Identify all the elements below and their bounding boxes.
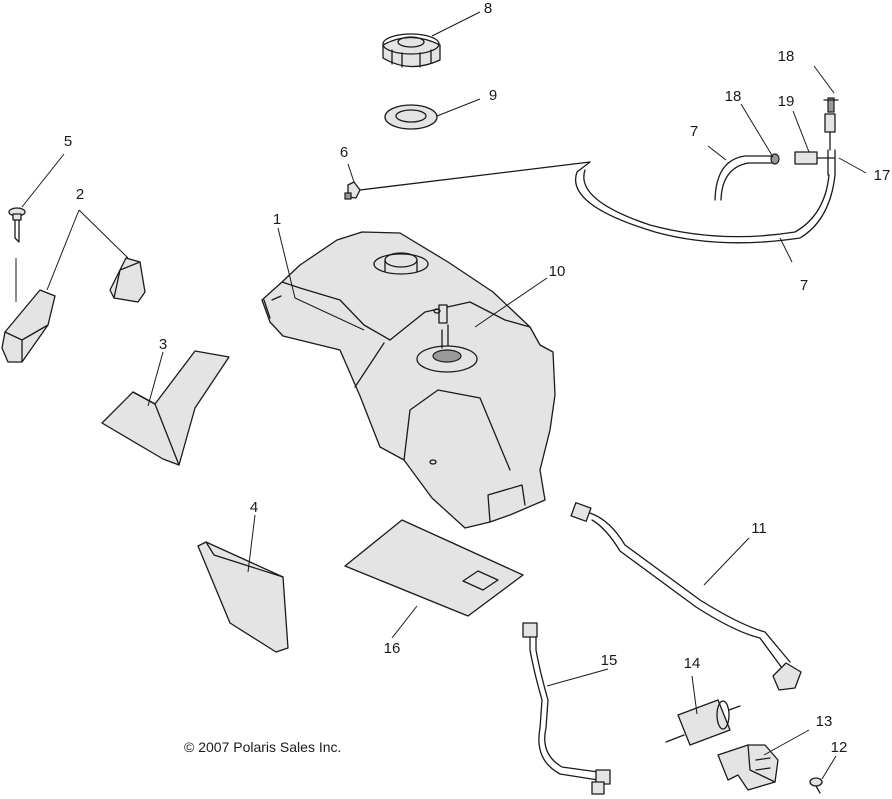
callout-12: 12	[831, 739, 848, 756]
part-l-pad	[101, 350, 230, 466]
callout-10: 10	[549, 263, 566, 280]
part-vent-hose	[359, 155, 836, 244]
callout-15: 15	[601, 652, 618, 669]
part-bolt	[8, 207, 26, 243]
callout-8: 8	[484, 0, 492, 17]
callout-labels: 1 2 3 4 5 6 7 7 8 9 10 11 12 13 14 15 16…	[64, 0, 891, 756]
part-brackets	[1, 257, 146, 363]
copyright-notice: © 2007 Polaris Sales Inc.	[184, 739, 341, 755]
callout-9: 9	[489, 87, 497, 104]
part-fuel-tank	[261, 231, 556, 529]
callout-3: 3	[159, 336, 167, 353]
part-vent-fitting	[344, 181, 361, 200]
callout-4: 4	[250, 499, 258, 516]
callout-2: 2	[76, 186, 84, 203]
part-fuel-filter	[665, 699, 741, 746]
callout-1: 1	[273, 211, 281, 228]
part-fuel-line	[570, 502, 802, 691]
part-cap-gasket	[384, 104, 438, 130]
part-vent-tee	[770, 97, 839, 176]
part-pad	[197, 541, 289, 653]
part-screw	[809, 777, 823, 794]
part-filter-bracket	[717, 744, 779, 791]
callout-19: 19	[778, 93, 795, 110]
leader-lines	[15, 11, 867, 780]
part-plate	[344, 519, 524, 617]
part-fuel-cap	[382, 33, 441, 68]
callout-13: 13	[816, 713, 833, 730]
callout-14: 14	[684, 655, 701, 672]
callout-7-upper: 7	[690, 123, 698, 140]
callout-18-right: 18	[778, 48, 795, 65]
callout-11: 11	[751, 520, 767, 537]
callout-18-left: 18	[725, 88, 742, 105]
callout-7-lower: 7	[800, 277, 808, 294]
callout-16: 16	[384, 640, 401, 657]
callout-6: 6	[340, 144, 348, 161]
callout-5: 5	[64, 133, 72, 150]
part-wire-harness	[522, 622, 611, 795]
callout-17: 17	[874, 167, 891, 184]
